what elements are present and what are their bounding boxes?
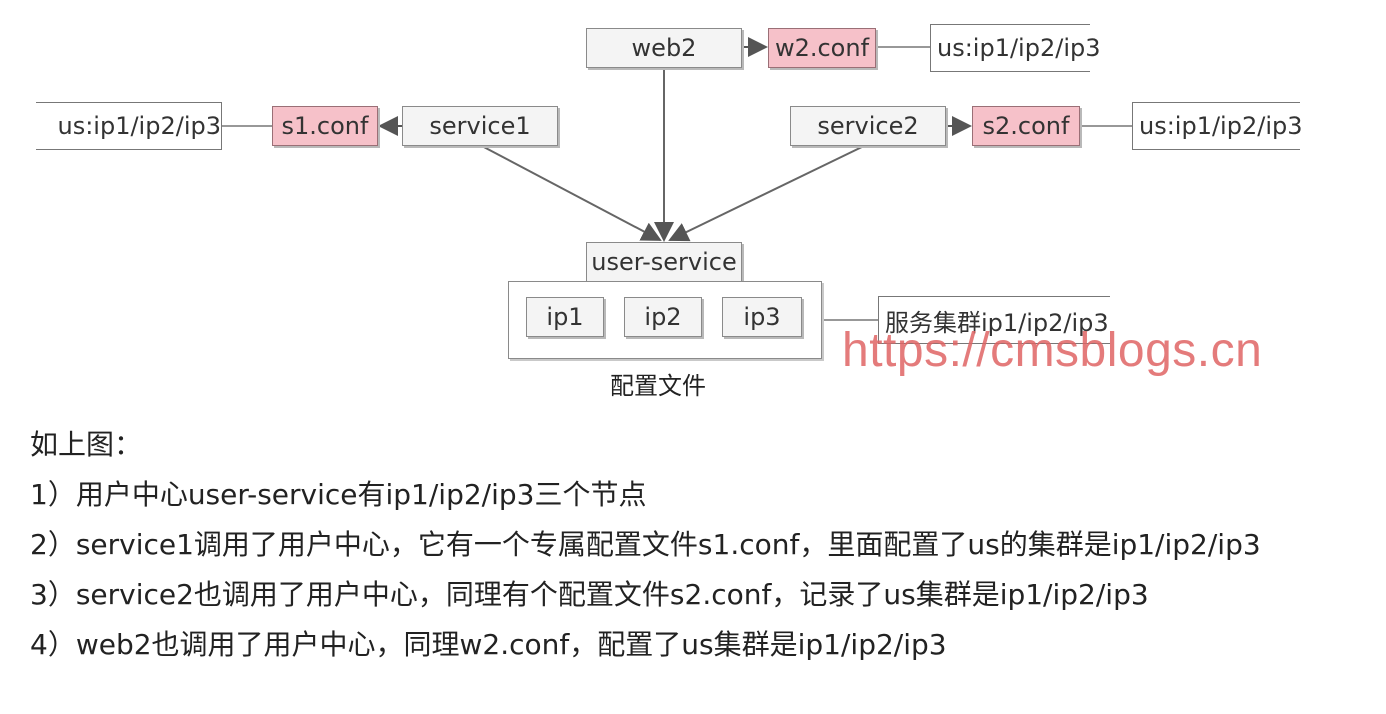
list-item: 4）web2也调用了用户中心，同理w2.conf，配置了us集群是ip1/ip2… xyxy=(30,628,947,661)
architecture-diagram: web2 w2.conf us:ip1/ip2/ip3 service1 s1.… xyxy=(36,24,1303,400)
s1-cluster-list: us:ip1/ip2/ip3 xyxy=(36,102,222,150)
intro-line: 如上图： xyxy=(30,428,143,461)
config-file-caption: 配置文件 xyxy=(610,372,706,400)
s1-conf-node: s1.conf xyxy=(272,106,378,146)
s2-conf-node: s2.conf xyxy=(972,106,1080,146)
list-item: 3）service2也调用了用户中心，同理有个配置文件s2.conf，记录了us… xyxy=(30,578,1149,611)
service-cluster-list: 服务集群ip1/ip2/ip3 xyxy=(878,296,1110,344)
explanation-text: 如上图： 1）用户中心user-service有ip1/ip2/ip3三个节点 … xyxy=(30,424,1261,674)
service2-node: service2 xyxy=(790,106,946,146)
watermark-url: https://cmsblogs.cn xyxy=(842,324,1263,377)
ip3-node: ip3 xyxy=(722,297,802,337)
w2-conf-node: w2.conf xyxy=(768,28,876,68)
s2-cluster-list: us:ip1/ip2/ip3 xyxy=(1132,102,1303,150)
ip1-node: ip1 xyxy=(526,297,604,337)
user-service-node: user-service xyxy=(586,242,742,282)
list-item: 2）service1调用了用户中心，它有一个专属配置文件s1.conf，里面配置… xyxy=(30,528,1261,561)
arrow-service1-to-user-service xyxy=(479,144,662,241)
web2-node: web2 xyxy=(586,28,742,68)
service1-node: service1 xyxy=(402,106,558,146)
diagram-connectors xyxy=(222,37,1132,321)
list-item: 1）用户中心user-service有ip1/ip2/ip3三个节点 xyxy=(30,478,647,511)
ip2-node: ip2 xyxy=(624,297,702,337)
w2-cluster-list: us:ip1/ip2/ip3 xyxy=(930,24,1101,72)
arrow-service2-to-user-service xyxy=(668,144,867,242)
